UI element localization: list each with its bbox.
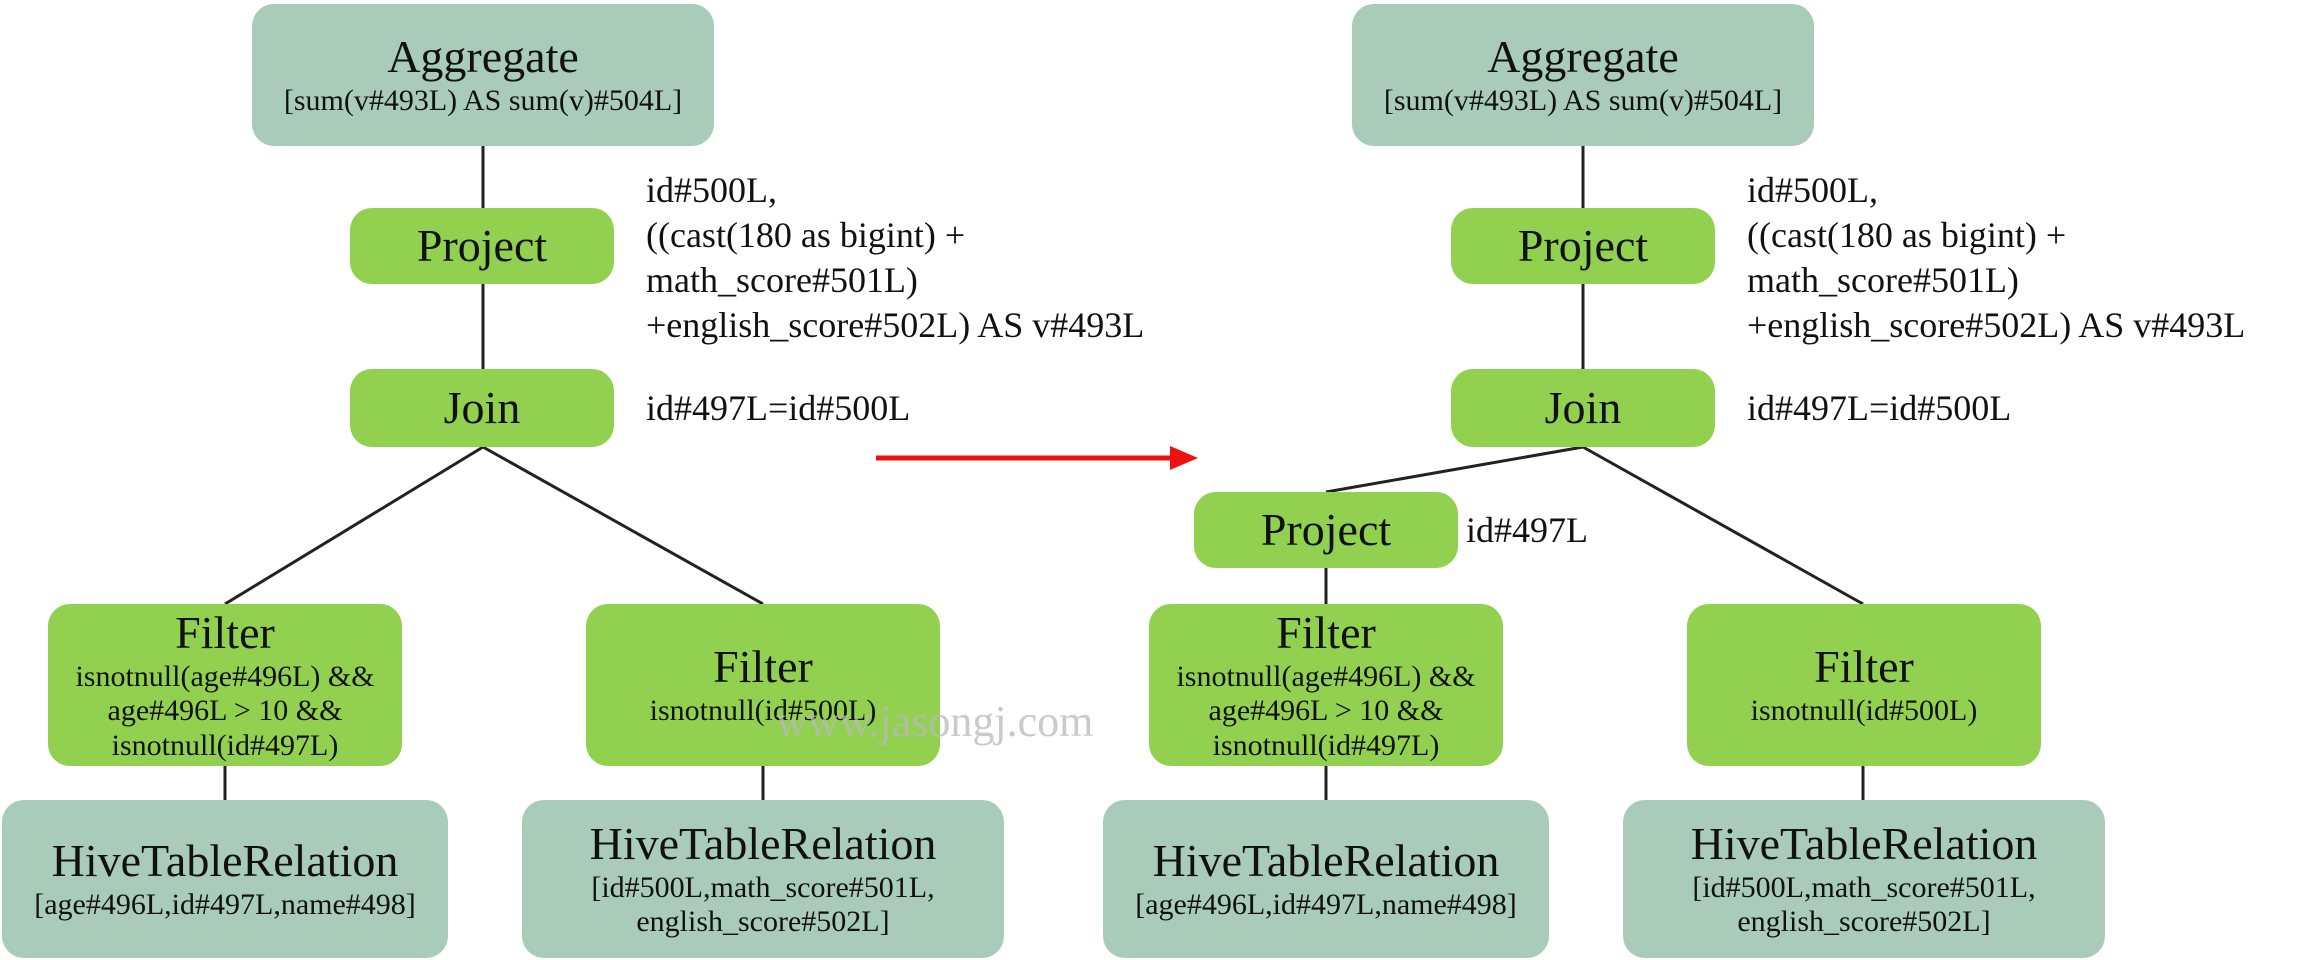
node-detail: [age#496L,id#497L,name#498]: [34, 888, 416, 922]
node-title: HiveTableRelation: [1152, 835, 1500, 887]
node-title: Filter: [1276, 606, 1376, 658]
node-detail: isnotnull(id#500L): [649, 694, 877, 728]
node-title: Project: [1260, 503, 1392, 555]
node-detail: isnotnull(id#500L): [1750, 694, 1978, 728]
join-annotation: id#497L=id#500L: [646, 388, 911, 428]
filter-node-left: Filter isnotnull(age#496L) && age#496L >…: [1149, 604, 1503, 766]
filter-node-left: Filter isnotnull(age#496L) && age#496L >…: [48, 604, 402, 766]
join-annotation: id#497L=id#500L: [1747, 388, 2012, 428]
join-node: Join: [350, 369, 614, 447]
node-title: Aggregate: [387, 31, 579, 83]
project-node: Project: [350, 208, 614, 284]
join-node: Join: [1451, 369, 1715, 447]
node-detail: [id#500L,math_score#501L, english_score#…: [1692, 870, 2036, 939]
pushed-project-annotation: id#497L: [1466, 510, 1588, 550]
node-detail: isnotnull(age#496L) && age#496L > 10 && …: [75, 659, 375, 762]
node-title: Join: [443, 381, 521, 433]
node-detail: [sum(v#493L) AS sum(v)#504L]: [283, 84, 683, 118]
node-detail: [age#496L,id#497L,name#498]: [1135, 888, 1517, 922]
watermark: www.jasongj.com: [776, 697, 1094, 746]
node-title: Join: [1544, 381, 1622, 433]
relation-node-left: HiveTableRelation [age#496L,id#497L,name…: [1103, 800, 1549, 958]
edge-join-filter-left: [224, 445, 484, 606]
relation-node-right: HiveTableRelation [id#500L,math_score#50…: [522, 800, 1004, 958]
node-title: Filter: [175, 606, 275, 658]
project-annotation: id#500L, ((cast(180 as bigint) + math_sc…: [1747, 170, 2246, 345]
aggregate-node: Aggregate [sum(v#493L) AS sum(v)#504L]: [252, 4, 714, 146]
edge-join-filter-right: [482, 445, 764, 606]
pushed-project-node: Project: [1194, 492, 1458, 568]
node-detail: [id#500L,math_score#501L, english_score#…: [591, 870, 935, 939]
edge-join-project: [1325, 445, 1584, 494]
node-title: HiveTableRelation: [51, 835, 399, 887]
transform-arrow: [876, 446, 1198, 470]
node-title: Project: [416, 219, 548, 271]
relation-node-left: HiveTableRelation [age#496L,id#497L,name…: [2, 800, 448, 958]
node-title: HiveTableRelation: [1690, 818, 2038, 870]
node-title: Project: [1517, 219, 1649, 271]
node-detail: [sum(v#493L) AS sum(v)#504L]: [1383, 84, 1783, 118]
project-annotation: id#500L, ((cast(180 as bigint) + math_sc…: [646, 170, 1145, 345]
aggregate-node: Aggregate [sum(v#493L) AS sum(v)#504L]: [1352, 4, 1814, 146]
filter-node-right: Filter isnotnull(id#500L): [1687, 604, 2041, 766]
relation-node-right: HiveTableRelation [id#500L,math_score#50…: [1623, 800, 2105, 958]
project-node: Project: [1451, 208, 1715, 284]
node-detail: isnotnull(age#496L) && age#496L > 10 && …: [1176, 659, 1476, 762]
edge-join-filter-right: [1582, 445, 1864, 606]
filter-node-right: Filter isnotnull(id#500L): [586, 604, 940, 766]
node-title: Aggregate: [1487, 31, 1679, 83]
node-title: Filter: [1814, 641, 1914, 693]
node-title: HiveTableRelation: [589, 818, 937, 870]
node-title: Filter: [713, 641, 813, 693]
